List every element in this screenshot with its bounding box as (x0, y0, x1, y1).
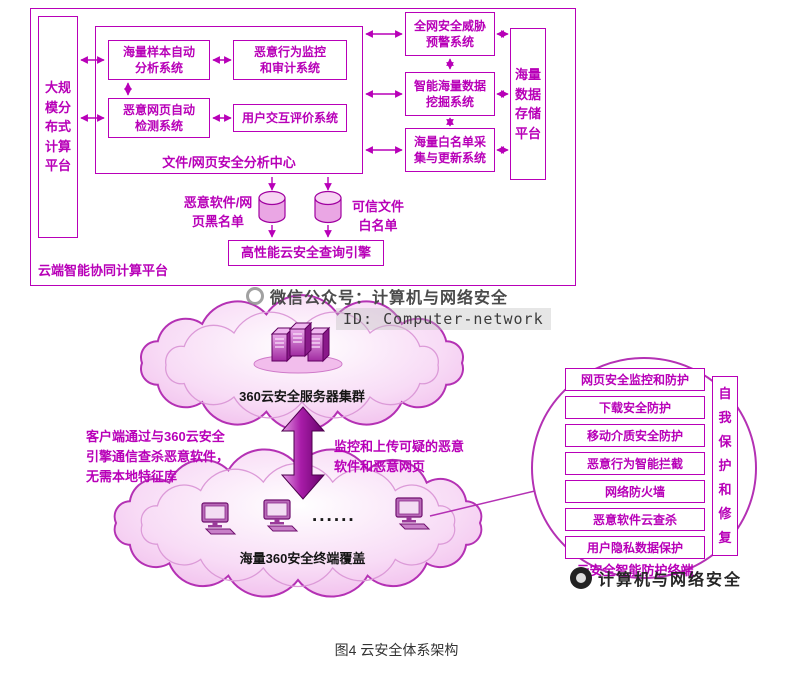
whitelist-label: 可信文件白名单 (351, 199, 404, 233)
server-cluster-icon (253, 322, 343, 374)
distributed-computing-platform-label: 大规模分布式计算平台 (44, 80, 71, 174)
terminal-cloud-shape (113, 448, 483, 598)
cloud-sync-big-arrow (280, 406, 326, 500)
capability-media-protection: 移动介质安全防护 (565, 424, 705, 447)
flow-arrows (80, 30, 509, 238)
blacklist-db-icon (258, 190, 286, 224)
footer-watermark-logo-icon (570, 567, 592, 589)
analysis-center-box (95, 26, 363, 174)
capability-firewall: 网络防火墙 (565, 480, 705, 503)
webpage-detection-system-box: 恶意网页自动检测系统 (108, 98, 210, 138)
upload-monitor-note: 监控和上传可疑的恶意 软件和恶意网页 (334, 439, 465, 475)
threat-warning-system-label: 全网安全威胁预警系统 (413, 18, 486, 49)
webpage-detection-system-label: 恶意网页自动检测系统 (122, 102, 195, 133)
capability-label: 恶意软件云查杀 (592, 513, 677, 527)
blacklist-label: 恶意软件/网页黑名单 (183, 195, 253, 229)
protection-terminal-label: 云安全智能防护终端 (576, 563, 694, 578)
capability-label: 移动介质安全防护 (586, 429, 683, 443)
cloud-inner-outline (140, 462, 456, 588)
sample-analysis-system-box: 海量样本自动分析系统 (108, 40, 210, 80)
capability-download-protection: 下载安全防护 (565, 396, 705, 419)
figure-caption: 图4 云安全体系架构 (334, 642, 459, 658)
capability-label: 用户隐私数据保护 (586, 541, 683, 555)
cloud-platform-frame (30, 8, 576, 286)
capability-label: 下载安全防护 (598, 401, 671, 415)
sample-analysis-system-label: 海量样本自动分析系统 (122, 44, 195, 75)
user-feedback-system-label: 用户交互评价系统 (241, 110, 338, 125)
capability-label: 网络防火墙 (604, 485, 665, 499)
server-cluster-label: 360云安全服务器集群 (239, 389, 365, 404)
id-watermark-text: ID: Computer-network (336, 308, 551, 330)
terminal-coverage-label: 海量360安全终端覆盖 (239, 551, 366, 566)
capability-privacy-protection: 用户隐私数据保护 (565, 536, 705, 559)
cloud-platform-frame-label: 云端智能协同计算平台 (38, 263, 169, 278)
capability-label: 网页安全监控和防护 (580, 373, 689, 387)
capability-web-protection: 网页安全监控和防护 (565, 368, 705, 391)
whitelist-update-system-box: 海量白名单采集与更新系统 (405, 128, 495, 172)
behavior-monitor-system-box: 恶意行为监控和审计系统 (233, 40, 347, 80)
footer-watermark-text: 计算机与网络安全 (598, 572, 743, 589)
more-terminals-dots: ...... (312, 505, 356, 526)
self-protection-box: 自我保护和修复 (712, 376, 738, 556)
wechat-watermark-text: 微信公众号：计算机与网络安全 (270, 290, 509, 307)
threat-warning-system-box: 全网安全威胁预警系统 (405, 12, 495, 56)
cloud-inner-outline (165, 311, 439, 419)
wechat-watermark: 微信公众号：计算机与网络安全 (246, 284, 508, 308)
whitelist-update-system-label: 海量白名单采集与更新系统 (413, 134, 486, 165)
data-mining-system-label: 智能海量数据挖掘系统 (413, 78, 486, 109)
watermark-logo-icon (246, 287, 264, 305)
query-engine-label: 高性能云安全查询引擎 (240, 245, 371, 261)
capability-cloud-scan: 恶意软件云查杀 (565, 508, 705, 531)
client-engine-note: 客户端通过与360云安全 引擎通信查杀恶意软件， 无需本地特征库 (86, 429, 230, 485)
behavior-monitor-system-label: 恶意行为监控和审计系统 (253, 44, 326, 75)
self-protection-label: 自我保护和修复 (718, 385, 732, 546)
data-mining-system-box: 智能海量数据挖掘系统 (405, 72, 495, 116)
id-watermark: ID: Computer-network (336, 308, 551, 330)
user-feedback-system-box: 用户交互评价系统 (233, 104, 347, 132)
capability-label: 恶意行为智能拦截 (586, 457, 683, 471)
whitelist-db-icon (314, 190, 342, 224)
analysis-center-title: 文件/网页安全分析中心 (162, 155, 296, 170)
capability-behavior-intercept: 恶意行为智能拦截 (565, 452, 705, 475)
data-storage-platform-label: 海量数据存储平台 (514, 67, 541, 141)
distributed-computing-platform-box: 大规模分布式计算平台 (38, 16, 78, 238)
data-storage-platform-box: 海量数据存储平台 (510, 28, 546, 180)
footer-watermark: 计算机与网络安全 (570, 566, 742, 590)
query-engine-box: 高性能云安全查询引擎 (228, 240, 384, 266)
